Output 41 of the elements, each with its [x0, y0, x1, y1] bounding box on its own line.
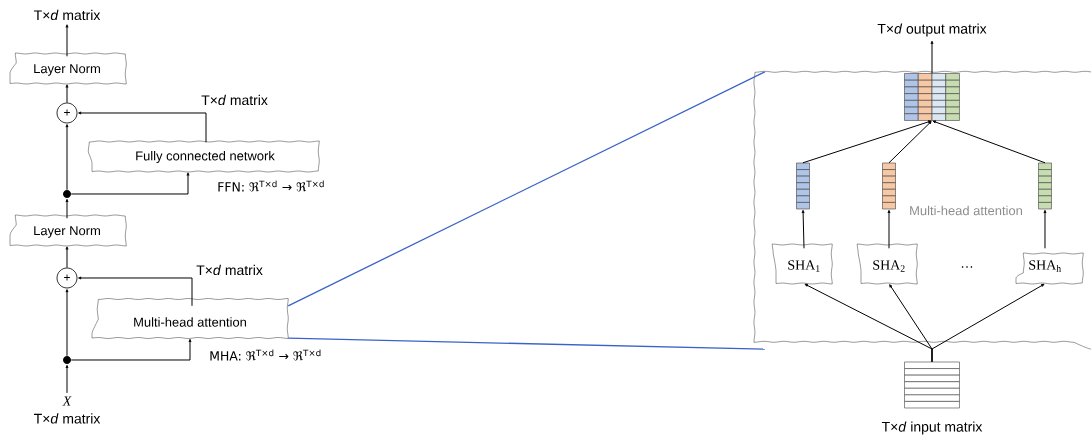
arrow	[65, 24, 69, 57]
matrix-label: T×d output matrix	[877, 23, 987, 37]
vector-drawing	[796, 162, 810, 210]
zoom-line	[287, 337, 766, 350]
arrow	[65, 124, 69, 191]
arrow	[802, 120, 932, 164]
annotation-text: T×d matrix	[196, 264, 263, 276]
vector-drawing	[882, 162, 896, 210]
arrow	[78, 276, 193, 307]
arrow	[65, 198, 69, 219]
arrow	[932, 120, 1046, 164]
matrix-label: T×d matrix	[34, 9, 101, 21]
annotation-text: MHA: ℜ$^{T×d}$ → ℜ$^{T×d}$	[210, 349, 321, 361]
arrow	[70, 172, 190, 195]
process-box: SHA$_{1}$	[772, 243, 833, 285]
process-box: SHA$_{h}$	[1015, 252, 1084, 285]
arrow	[65, 246, 69, 269]
matrix-drawing	[904, 73, 960, 121]
arrow	[65, 84, 69, 104]
zoom-line	[287, 71, 766, 307]
arrow	[931, 283, 1045, 363]
arrow	[930, 40, 934, 74]
arrow	[65, 289, 69, 357]
annotation-text: FFN: ℜ$^{T×d}$ → ℜ$^{T×d}$	[218, 180, 324, 192]
arrow	[78, 111, 207, 143]
arrow	[801, 209, 805, 249]
process-box: Fully connected network	[88, 140, 320, 173]
matrix-label: T×d input matrix	[881, 421, 983, 435]
process-box: SHA$_{2}$	[857, 243, 918, 285]
ellipsis: …	[961, 266, 973, 268]
arrow	[65, 364, 69, 394]
annotation-text: T×d matrix	[201, 94, 268, 106]
process-box: Multi-head attention	[91, 298, 289, 339]
input-label: X T×d matrix	[34, 396, 101, 424]
vector-drawing	[1038, 162, 1052, 210]
arrow	[1043, 209, 1047, 249]
arrow	[887, 209, 891, 249]
process-box: Layer Norm	[9, 52, 127, 85]
arrow	[888, 121, 932, 164]
arrow	[70, 338, 192, 361]
process-box: Layer Norm	[9, 214, 127, 247]
